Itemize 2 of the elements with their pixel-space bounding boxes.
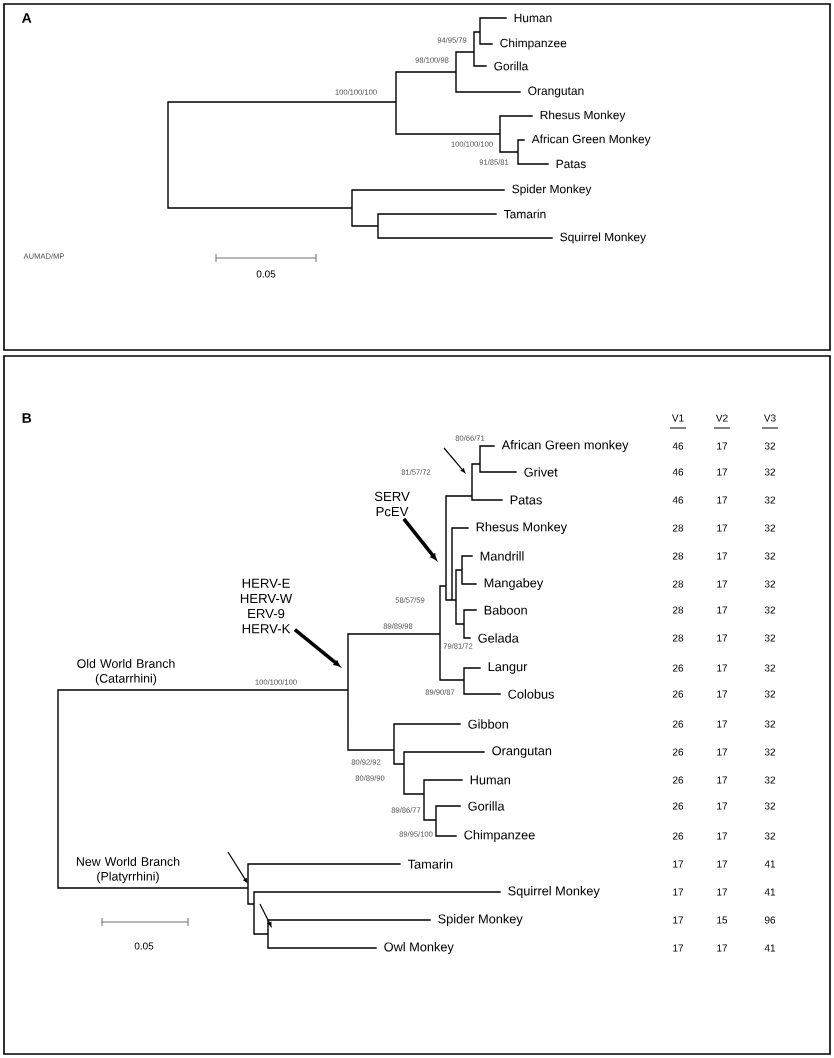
arrow (402, 517, 437, 561)
arrow (293, 628, 341, 667)
